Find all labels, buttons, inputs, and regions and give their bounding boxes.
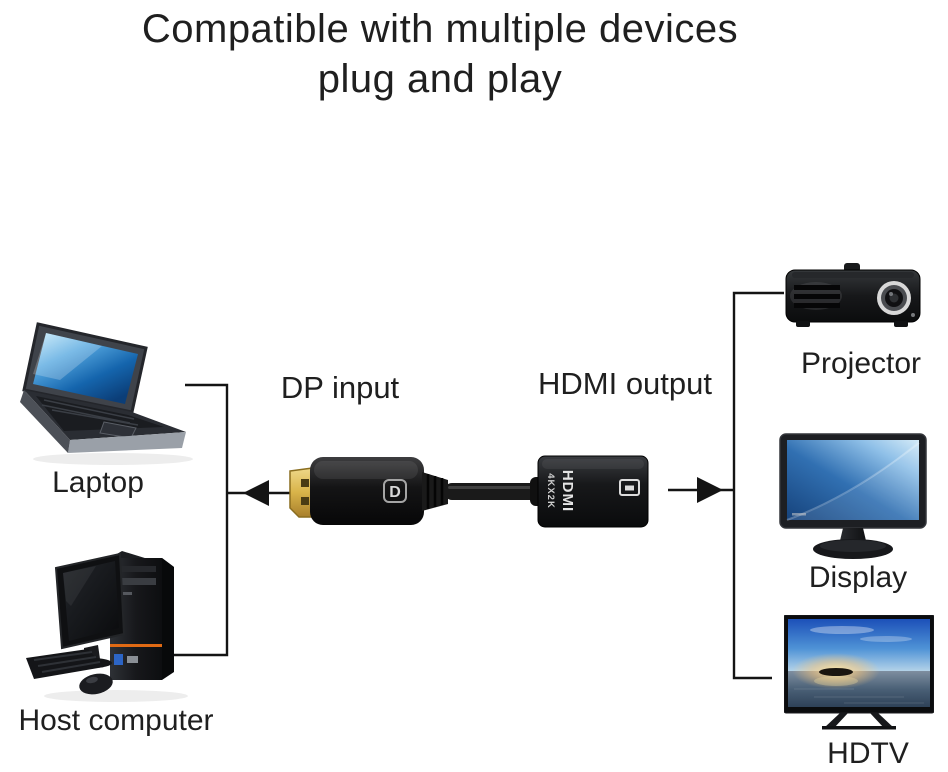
page-title: Compatible with multiple devices plug an…: [0, 4, 880, 104]
page-title-line1: Compatible with multiple devices: [141, 7, 739, 51]
hdmi-body-text: HDMI: [559, 470, 576, 512]
adapter-cable: [444, 483, 542, 500]
arrow-right-icon: [697, 477, 723, 503]
display-image: [779, 433, 927, 559]
adapter-image: D HDMI 4KX2K: [289, 455, 649, 528]
dp-plug-body: [310, 457, 424, 525]
hdmi-adapter-body: [537, 455, 649, 528]
hdtv-image: [784, 615, 934, 730]
page-title-line2: plug and play: [317, 57, 563, 101]
arrow-left-icon: [243, 480, 269, 506]
projector-label: Projector: [800, 347, 922, 380]
hdmi-port-icon: [619, 479, 640, 496]
hdmi-output-label: HDMI output: [537, 366, 713, 401]
dp-logo: D: [389, 484, 401, 501]
display-label: Display: [808, 561, 908, 594]
hdmi-body-subtext: 4KX2K: [545, 473, 556, 509]
dp-input-label: DP input: [280, 370, 400, 405]
host-computer-image: [26, 551, 188, 702]
host-computer-label: Host computer: [18, 704, 214, 737]
right-bracket-line: [732, 291, 784, 680]
laptop-image: [20, 322, 193, 465]
projector-image: [785, 263, 921, 327]
hdtv-label: HDTV: [827, 737, 909, 770]
laptop-label: Laptop: [52, 466, 144, 499]
